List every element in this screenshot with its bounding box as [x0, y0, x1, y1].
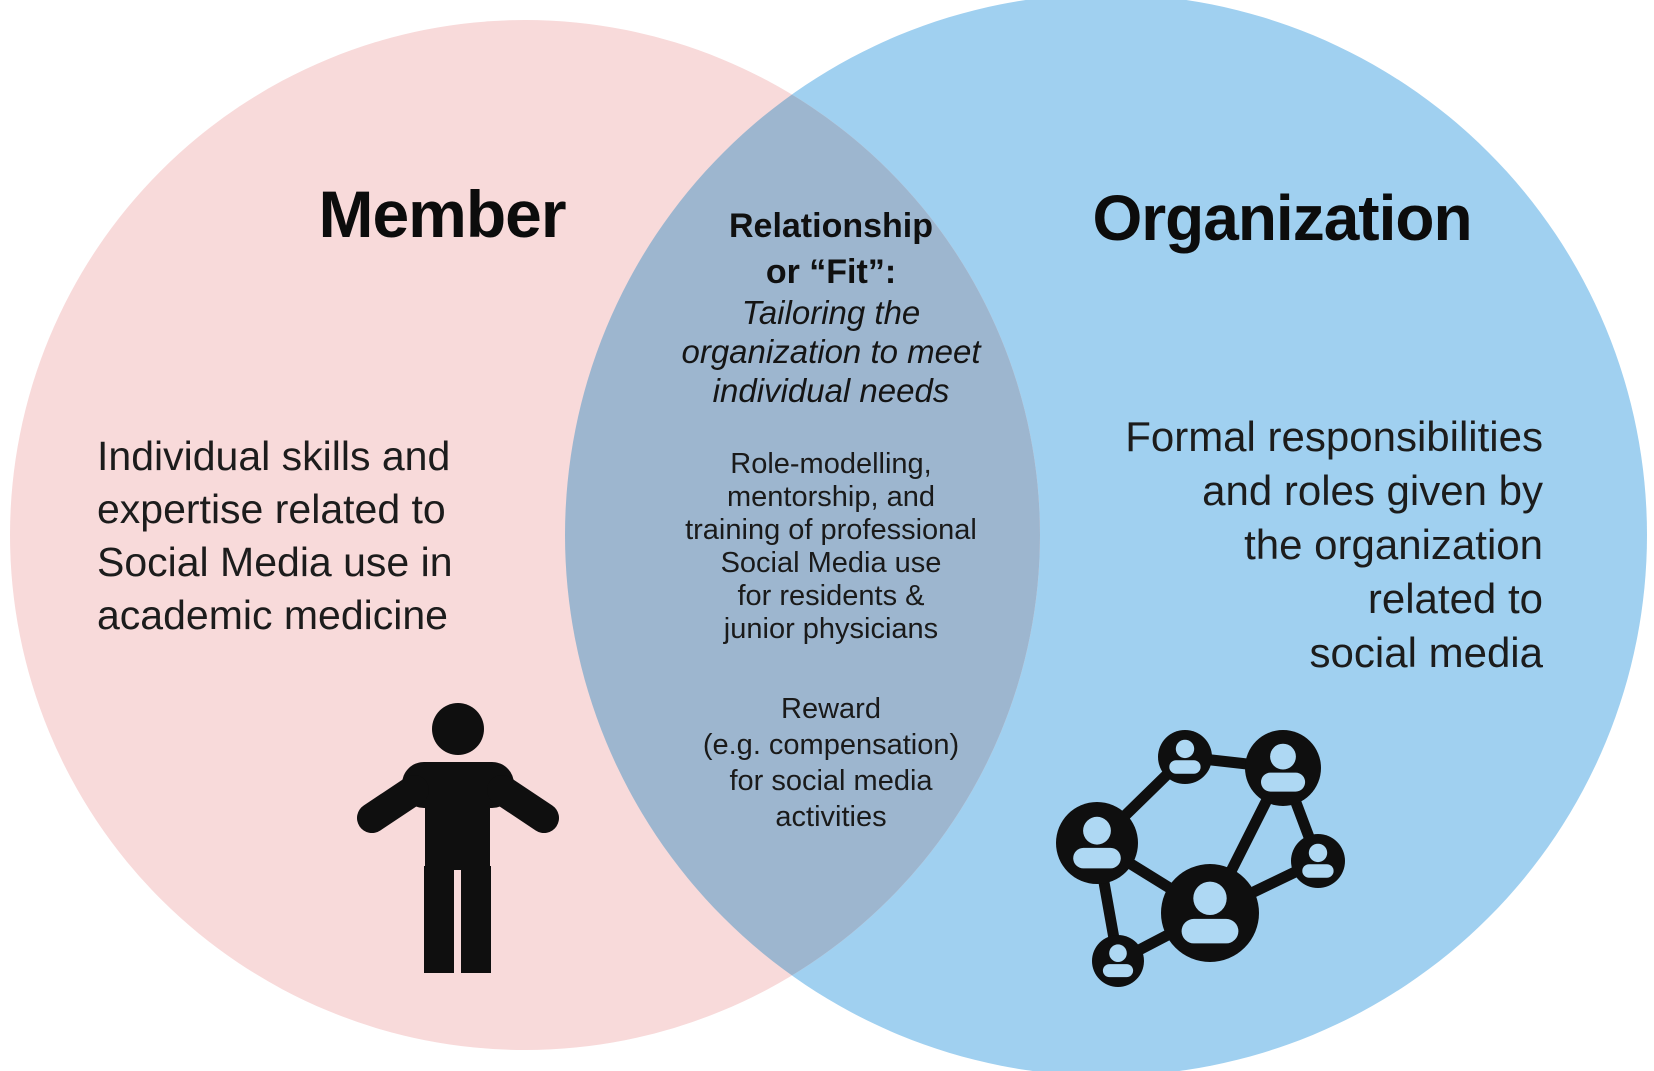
member-body-text: Individual skills and expertise related … — [97, 433, 453, 638]
people-network-icon — [1056, 730, 1345, 987]
person-right-leg — [461, 866, 491, 973]
organization-body-text: Formal responsibilities and roles given … — [1125, 413, 1543, 676]
overlap-item-mentorship: Role-modelling, mentorship, and training… — [685, 448, 977, 645]
overlap-item-reward: Reward (e.g. compensation) for social me… — [702, 693, 960, 833]
person-arms — [357, 775, 559, 833]
overlap-tagline: Tailoring the organization to meet indiv… — [681, 294, 981, 409]
person-left-leg — [424, 866, 454, 973]
person-head — [432, 703, 484, 755]
overlap-region — [565, 20, 1040, 1050]
overlap-heading: Relationship or “Fit”: — [728, 207, 934, 291]
network-node-person-glyphs — [1073, 739, 1334, 978]
person-torso — [425, 772, 490, 870]
network-edges — [1091, 751, 1324, 966]
member-title: Member — [318, 177, 566, 251]
organization-title: Organization — [1092, 182, 1472, 254]
person-icon — [357, 703, 559, 973]
